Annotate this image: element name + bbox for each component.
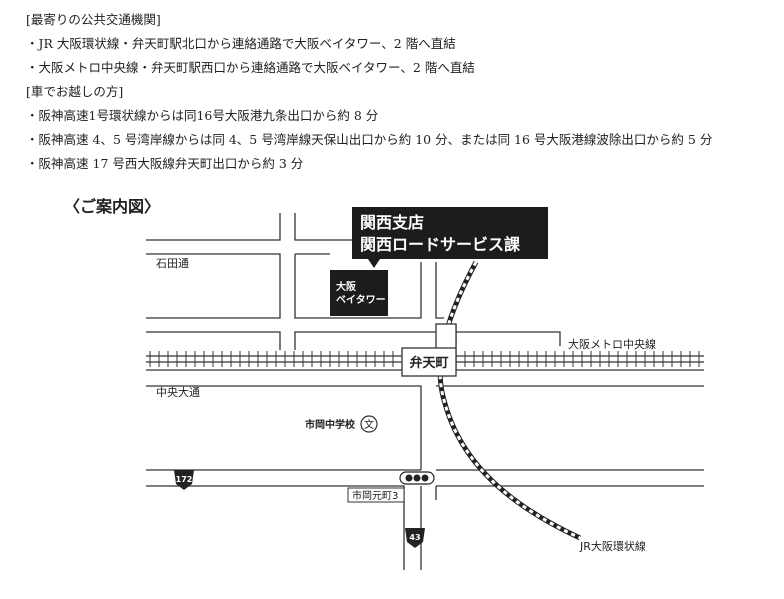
car-item: 阪神高速 17 号西大阪線弁天町出口から約 3 分 bbox=[26, 152, 712, 176]
school-label: 市岡中学校 bbox=[305, 418, 356, 431]
public-transport-heading: [最寄りの公共交通機関] bbox=[26, 12, 161, 27]
car-item: 阪神高速 4、5 号湾岸線からは同 4、5 号湾岸線天保山出口から約 10 分、… bbox=[26, 128, 713, 152]
road-edge bbox=[435, 262, 444, 319]
branch-department: 関西ロードサービス課 bbox=[360, 235, 521, 254]
road-edge bbox=[146, 485, 405, 570]
public-transport-item: JR 大阪環状線・弁天町駅北口から連絡通路で大阪ベイタワー、2 階へ直結 bbox=[26, 32, 712, 56]
car-item: 阪神高速1号環状線からは同16号大阪港九条出口から約 8 分 bbox=[26, 104, 712, 128]
road-edge bbox=[294, 254, 422, 319]
access-info: [最寄りの公共交通機関] JR 大阪環状線・弁天町駅北口から連絡通路で大阪ベイタ… bbox=[26, 8, 712, 176]
road-edge bbox=[294, 331, 436, 350]
school-icon: 文 bbox=[360, 415, 378, 433]
road-edge bbox=[146, 385, 422, 470]
street-label-ishida: 石田通 bbox=[156, 257, 189, 270]
jr-line-label: JR大阪環状線 bbox=[579, 539, 646, 553]
bay-tower-label-2: ベイタワー bbox=[336, 294, 386, 306]
station-structure bbox=[401, 323, 457, 377]
bay-tower-building bbox=[330, 270, 388, 316]
road-edge bbox=[456, 331, 561, 346]
jr-loop-line bbox=[437, 260, 582, 541]
school-symbol: 文 bbox=[364, 418, 374, 431]
branch-callout: 関西支店 関西ロードサービス課 bbox=[352, 207, 548, 268]
road-network bbox=[146, 213, 704, 570]
route-shield-icon: 43 bbox=[405, 528, 425, 548]
bay-tower-label-1: 大阪 bbox=[336, 280, 357, 293]
route-shield-icon: 172 bbox=[174, 470, 194, 490]
road-edge bbox=[146, 253, 281, 319]
intersection-box bbox=[347, 487, 405, 503]
route-172-label: 172 bbox=[176, 475, 193, 484]
station-label: 弁天町 bbox=[409, 355, 448, 371]
intersection-label: 市岡元町3 bbox=[352, 489, 398, 502]
street-label-chuo: 中央大通 bbox=[156, 385, 200, 399]
traffic-signal-icon bbox=[399, 471, 435, 485]
route-43-label: 43 bbox=[409, 533, 420, 542]
road-edge bbox=[146, 331, 281, 350]
road-edge bbox=[146, 213, 281, 241]
public-transport-item: 大阪メトロ中央線・弁天町駅西口から連絡通路で大阪ベイタワー、2 階へ直結 bbox=[26, 56, 712, 80]
car-heading: [車でお越しの方] bbox=[26, 84, 124, 99]
map-heading: 〈ご案内図〉 bbox=[64, 197, 161, 216]
branch-name: 関西支店 bbox=[360, 213, 424, 232]
metro-line-label: 大阪メトロ中央線 bbox=[568, 337, 656, 351]
